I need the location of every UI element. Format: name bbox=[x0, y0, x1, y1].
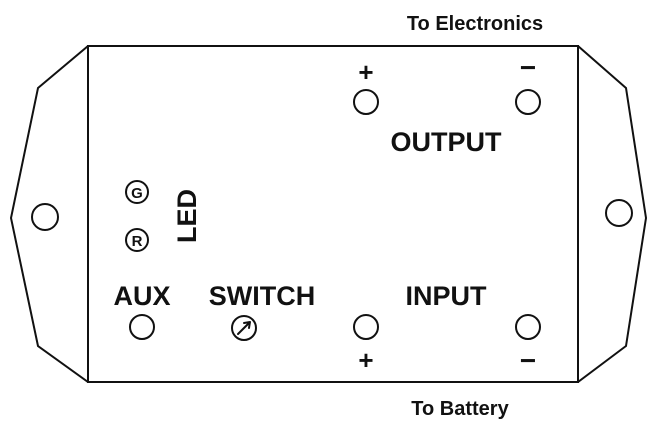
input-negative-terminal[interactable] bbox=[515, 314, 541, 340]
led-red-letter: R bbox=[132, 233, 143, 250]
right-mounting-hole bbox=[605, 199, 633, 227]
led-green-letter: G bbox=[131, 185, 143, 202]
output-negative-terminal[interactable] bbox=[515, 89, 541, 115]
output-positive-terminal[interactable] bbox=[353, 89, 379, 115]
led-green-indicator bbox=[125, 180, 149, 204]
input-minus-sign: − bbox=[520, 345, 536, 376]
switch-circle bbox=[231, 315, 257, 341]
output-minus-sign: − bbox=[520, 52, 536, 83]
to-battery-label: To Battery bbox=[411, 398, 509, 420]
input-positive-terminal[interactable] bbox=[353, 314, 379, 340]
output-plus-sign: + bbox=[358, 57, 373, 87]
aux-label: AUX bbox=[113, 281, 170, 311]
switch-terminal[interactable] bbox=[231, 315, 257, 341]
input-label: INPUT bbox=[406, 281, 488, 311]
output-label: OUTPUT bbox=[391, 127, 503, 157]
mounting-flange bbox=[9, 45, 648, 383]
controller-body bbox=[87, 45, 579, 383]
led-red-indicator bbox=[125, 228, 149, 252]
aux-terminal[interactable] bbox=[129, 314, 155, 340]
switch-arrow-icon bbox=[237, 321, 251, 335]
switch-label: SWITCH bbox=[209, 281, 315, 311]
led-label: LED bbox=[172, 189, 202, 243]
left-mounting-hole bbox=[31, 203, 59, 231]
to-electronics-label: To Electronics bbox=[407, 13, 543, 35]
input-plus-sign: + bbox=[358, 345, 373, 375]
